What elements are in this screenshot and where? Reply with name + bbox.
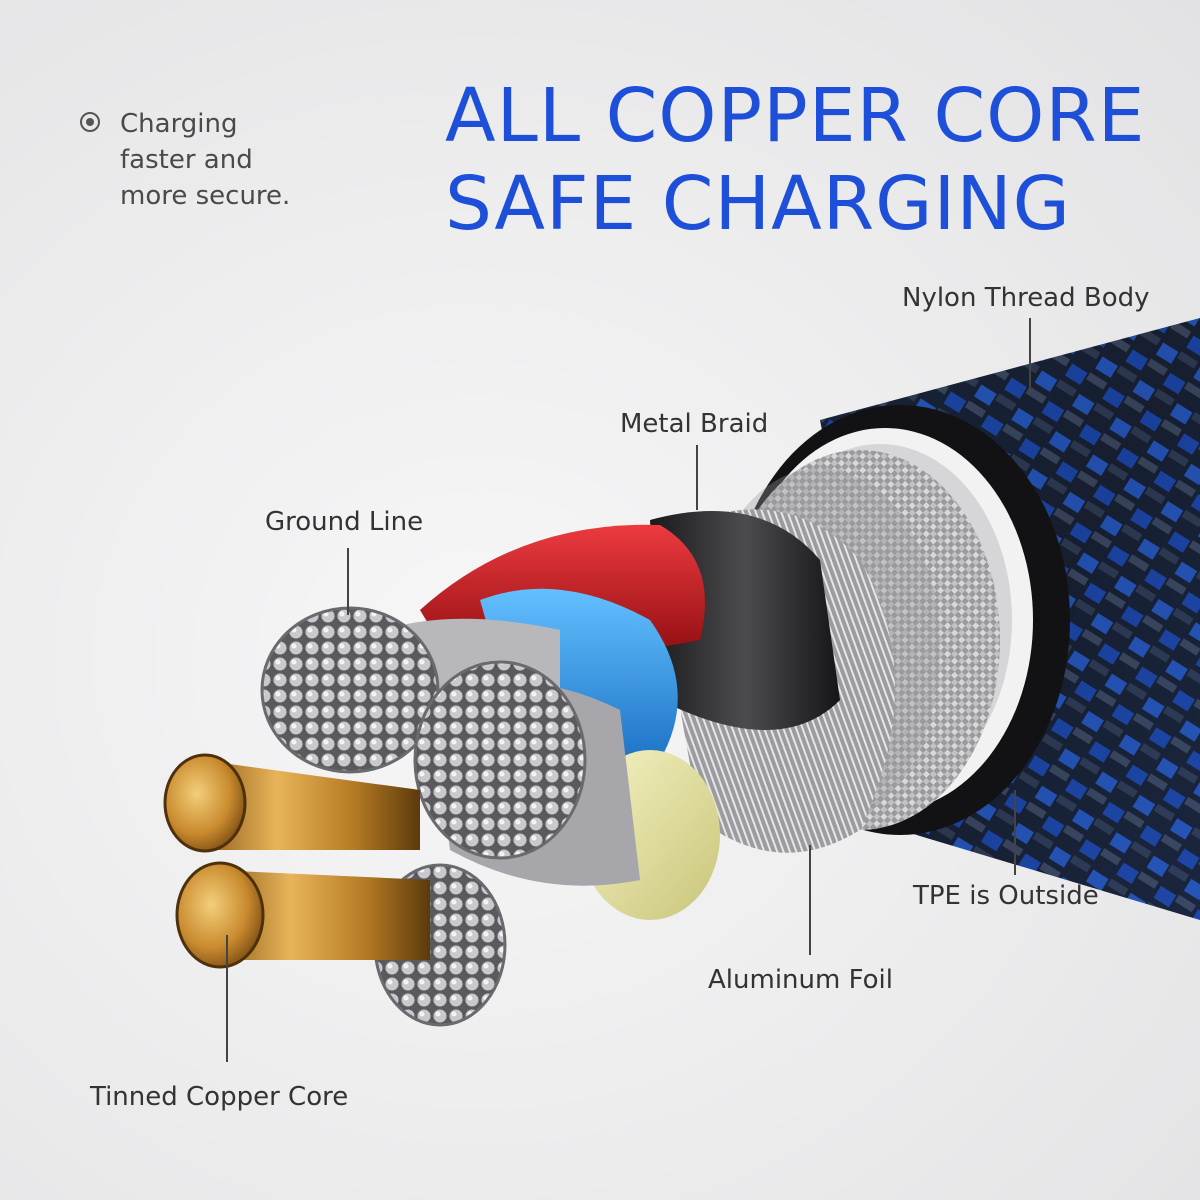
conductor-bundle [413,660,587,860]
label-metal-braid: Metal Braid [620,409,769,439]
tinned-copper-core-lower [175,861,430,969]
radio-dot-icon [80,112,100,132]
tinned-copper-core-upper [163,753,420,853]
headline-line-1: ALL COPPER CORE [445,73,1146,159]
tagline-line-3: more secure. [120,181,291,211]
label-nylon-thread-body: Nylon Thread Body [902,283,1150,313]
tagline-line-1: Charging [120,109,238,139]
label-tpe-is-outside: TPE is Outside [913,881,1099,911]
headline: ALL COPPER CORE SAFE CHARGING [445,72,1146,248]
label-aluminum-foil: Aluminum Foil [708,965,893,995]
label-tinned-copper-core: Tinned Copper Core [90,1082,349,1112]
ground-line-bundle [260,606,440,774]
leader-lines [226,318,1031,1062]
headline-line-2: SAFE CHARGING [445,161,1072,247]
tagline: Charging faster and more secure. [80,106,340,214]
tagline-line-2: faster and [120,145,253,175]
label-ground-line: Ground Line [265,507,424,537]
